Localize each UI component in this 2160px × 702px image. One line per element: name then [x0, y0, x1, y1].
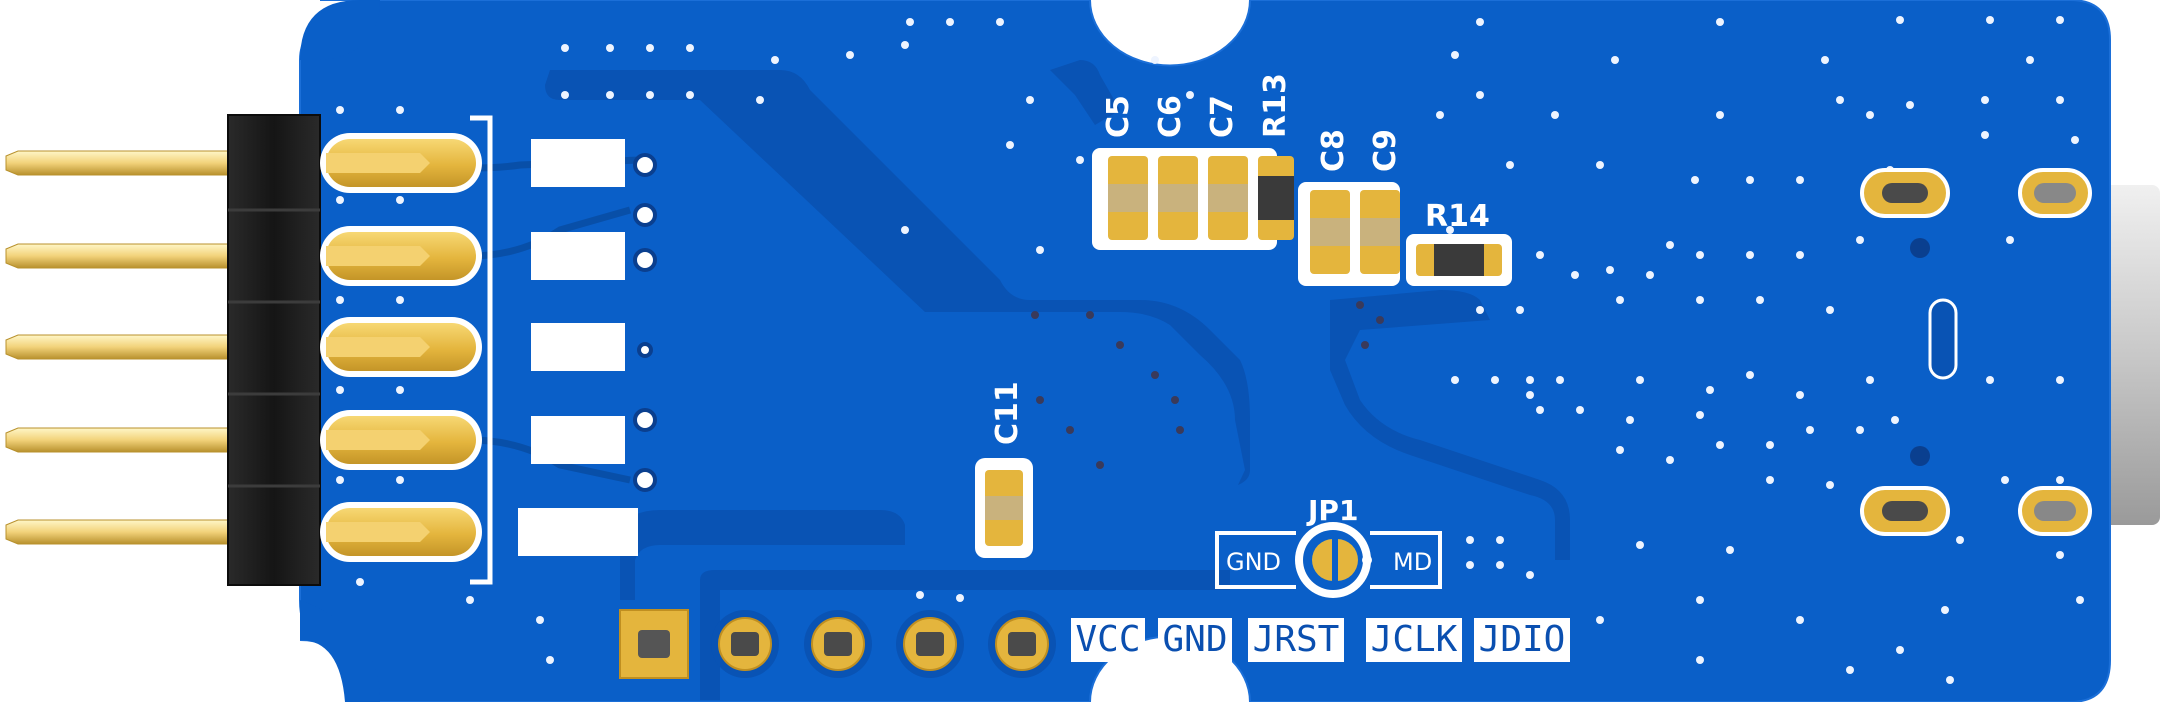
jumper-right-label: MD	[1393, 548, 1432, 576]
header-label-text: TDO	[534, 326, 622, 372]
bottom-hole-5	[988, 610, 1056, 678]
label-r14: R14	[1425, 199, 1490, 234]
bottom-label-gnd: GND	[1158, 618, 1232, 662]
trace-region-right	[1330, 290, 1570, 560]
header-pads	[320, 133, 482, 562]
capacitor-c9	[1360, 190, 1400, 274]
header-pad-rxd	[320, 226, 482, 286]
trace-region-bottom-connector	[700, 570, 1230, 700]
jumper-jp1: JP1 GND MD	[1215, 494, 1442, 598]
trace-region-mid	[1050, 60, 1120, 125]
resistor-r14	[1416, 244, 1502, 276]
bottom-label-vcc: VCC	[1071, 618, 1145, 662]
bottom-label-jrst: JRST	[1248, 618, 1344, 662]
capacitor-c7	[1208, 156, 1248, 240]
label-c6: C6	[1153, 95, 1188, 138]
smd-group-top	[1092, 148, 1294, 250]
usb-pads	[1860, 168, 2092, 536]
bottom-label-text: JDIO	[1479, 619, 1566, 660]
header-pin-tdi	[5, 427, 231, 453]
label-c5: C5	[1101, 95, 1136, 138]
resistor-r13	[1258, 156, 1294, 240]
header-label-text: TRST	[526, 511, 630, 557]
smd-group-right	[1298, 182, 1512, 286]
capacitor-c8	[1310, 190, 1350, 274]
trace-region-upper	[545, 70, 1250, 485]
via-pattern	[336, 16, 2084, 684]
header-label-tdi: TDI	[531, 416, 625, 465]
bottom-hole-3	[804, 610, 872, 678]
label-c11: C11	[990, 381, 1025, 445]
label-vias	[633, 153, 657, 492]
header-label-txd: TXD	[531, 139, 625, 188]
header-label-rxd: RXD	[531, 232, 625, 281]
trace-region-bottom	[620, 510, 905, 600]
header-body-dividers	[228, 208, 320, 488]
header-label-text: RXD	[535, 235, 621, 281]
header-body	[227, 114, 321, 586]
jumper-name: JP1	[1306, 494, 1358, 527]
header-pin-rxd	[5, 243, 231, 269]
header-pin-trst	[5, 519, 231, 545]
header-label-text: TDI	[543, 419, 611, 465]
header-label-bg	[531, 139, 625, 187]
header-pin-txd	[5, 150, 231, 176]
header-label-bg	[531, 416, 625, 464]
label-c7: C7	[1205, 95, 1240, 138]
header-pad-txd	[320, 133, 482, 193]
header-label-bg	[531, 323, 625, 371]
header-pad-tdi	[320, 410, 482, 470]
jumper-left-label: GND	[1226, 548, 1281, 576]
bottom-label-jclk: JCLK	[1366, 618, 1462, 662]
bottom-label-text: VCC	[1075, 619, 1140, 660]
header-pad-tdo	[320, 317, 482, 377]
header-pins	[5, 150, 231, 545]
header-label-tdo: TDO	[531, 323, 625, 372]
capacitor-c5	[1108, 156, 1148, 240]
component-labels: C5 C6 C7 R13 C8 C9 R14 C11	[990, 73, 1490, 445]
label-c8: C8	[1316, 129, 1351, 172]
bottom-hole-2	[711, 610, 779, 678]
header-pin-tdo	[5, 334, 231, 360]
header-label-bg	[531, 232, 625, 280]
pcb-notch-bottom-left	[300, 600, 380, 702]
header-labels: TXD RXD TDO TDI TRST	[518, 139, 638, 557]
header-silk-bracket	[470, 115, 493, 585]
label-c9: C9	[1368, 129, 1403, 172]
header-pad-trst	[320, 502, 482, 562]
bottom-label-text: GND	[1162, 619, 1227, 660]
pcb-notch-top-left	[300, 0, 380, 60]
label-r13: R13	[1258, 73, 1293, 138]
header-label-bg	[518, 508, 638, 556]
bottom-label-text: JCLK	[1371, 619, 1458, 660]
bottom-label-jdio: JDIO	[1474, 618, 1570, 662]
header-label-trst: TRST	[518, 508, 638, 557]
bottom-hole-4	[896, 610, 964, 678]
capacitor-c6	[1158, 156, 1198, 240]
header-label-text: TXD	[536, 142, 620, 188]
bottom-labels: VCC GND JRST JCLK JDIO	[1071, 618, 1570, 662]
bottom-label-text: JRST	[1253, 619, 1340, 660]
capacitor-c11	[975, 458, 1033, 558]
bottom-connector	[619, 609, 1056, 679]
